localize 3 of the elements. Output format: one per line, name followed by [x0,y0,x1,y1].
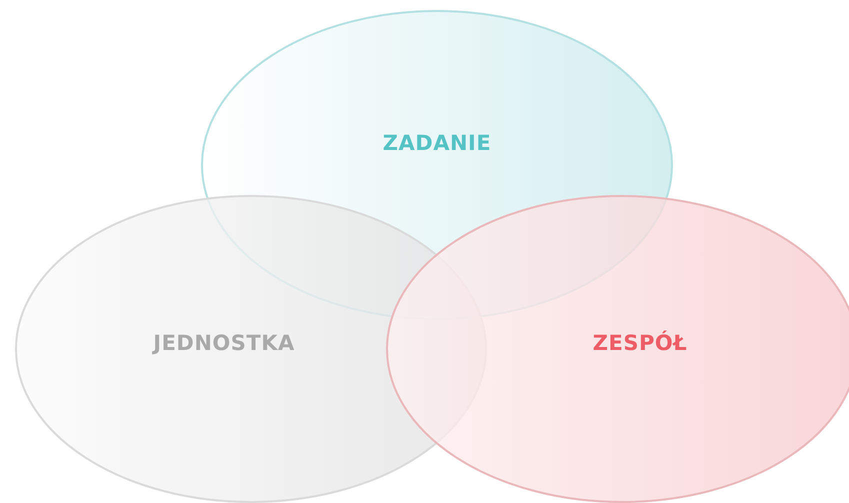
set-label: ZESPÓŁ [592,331,688,355]
set-label: ZADANIE [382,131,492,155]
set-label: JEDNOSTKA [153,331,295,355]
